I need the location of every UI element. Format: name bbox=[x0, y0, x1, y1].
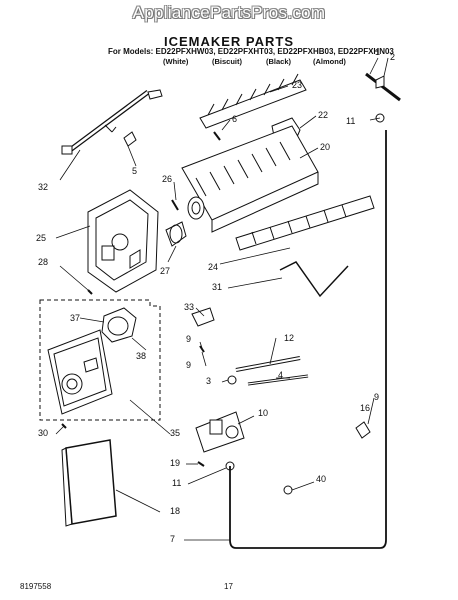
color-label-almond: (Almond) bbox=[313, 57, 346, 66]
callout-5: 5 bbox=[132, 166, 138, 176]
insulation-part bbox=[61, 439, 117, 527]
motor-part bbox=[101, 307, 137, 343]
callout-9b: 9 bbox=[186, 360, 192, 370]
clamp-part bbox=[355, 421, 371, 439]
model-list: For Models: ED22PFXHW03, ED22PFXHT03, ED… bbox=[108, 47, 394, 56]
screw-6-part bbox=[213, 131, 221, 141]
tube-part bbox=[283, 485, 293, 495]
shutoff-arm-part bbox=[279, 261, 349, 298]
callout-31: 31 bbox=[212, 282, 223, 292]
bracket-part bbox=[191, 307, 215, 327]
callout-26: 26 bbox=[162, 174, 173, 184]
callout-27: 27 bbox=[160, 266, 171, 276]
callout-11a: 11 bbox=[346, 116, 356, 126]
ejector-part bbox=[199, 73, 307, 129]
callout-35: 35 bbox=[170, 428, 181, 438]
color-label-black: (Black) bbox=[266, 57, 292, 66]
clip-part bbox=[123, 131, 137, 147]
callout-20: 20 bbox=[320, 142, 331, 152]
screw-9-part bbox=[199, 345, 205, 353]
icemaker-mold-part bbox=[181, 125, 319, 233]
callout-37: 37 bbox=[70, 313, 81, 323]
icemaker-head-part bbox=[87, 189, 159, 293]
callout-18: 18 bbox=[170, 506, 181, 516]
callout-24: 24 bbox=[208, 262, 219, 272]
callout-6: 6 bbox=[232, 114, 238, 124]
color-label-white: (White) bbox=[163, 57, 189, 66]
document-number: 8197558 bbox=[20, 582, 52, 591]
callout-32: 32 bbox=[38, 182, 49, 192]
assembly-boundary bbox=[39, 299, 161, 421]
callout-16: 16 bbox=[360, 403, 371, 413]
site-watermark: AppliancePartsPros.com bbox=[132, 3, 326, 22]
nut-part bbox=[227, 375, 237, 385]
callout-38: 38 bbox=[136, 351, 147, 361]
page-number: 17 bbox=[224, 582, 233, 591]
callout-9c: 9 bbox=[374, 392, 380, 402]
wire-harness-part bbox=[61, 89, 163, 155]
leader-lines bbox=[55, 57, 389, 541]
water-line-part bbox=[229, 130, 387, 549]
callout-19: 19 bbox=[170, 458, 181, 468]
callout-23: 23 bbox=[292, 80, 303, 90]
callout-40: 40 bbox=[316, 474, 327, 484]
callout-25: 25 bbox=[36, 233, 47, 243]
callout-3: 3 bbox=[206, 376, 212, 386]
callout-30: 30 bbox=[38, 428, 49, 438]
fill-tube-assembly-part bbox=[365, 72, 401, 123]
callout-7: 7 bbox=[170, 534, 176, 544]
screw-28-part bbox=[87, 289, 93, 295]
callout-28: 28 bbox=[38, 257, 49, 267]
callout-4: 4 bbox=[278, 370, 284, 380]
callout-12: 12 bbox=[284, 333, 295, 343]
screw-26-part bbox=[171, 199, 179, 211]
callout-11b: 11 bbox=[172, 478, 182, 488]
callout-22: 22 bbox=[318, 110, 329, 120]
callout-9a: 9 bbox=[186, 334, 192, 344]
callout-10: 10 bbox=[258, 408, 269, 418]
callout-2: 2 bbox=[390, 52, 396, 62]
mounting-plate-part bbox=[165, 221, 187, 247]
callout-1: 1 bbox=[375, 47, 381, 57]
stripper-part bbox=[235, 195, 375, 251]
screw-19-part bbox=[197, 461, 205, 467]
color-label-biscuit: (Biscuit) bbox=[212, 57, 242, 66]
callout-33: 33 bbox=[184, 302, 195, 312]
water-valve-part bbox=[195, 411, 245, 453]
control-housing-part bbox=[47, 329, 113, 415]
diagram-title: ICEMAKER PARTS bbox=[163, 34, 295, 49]
